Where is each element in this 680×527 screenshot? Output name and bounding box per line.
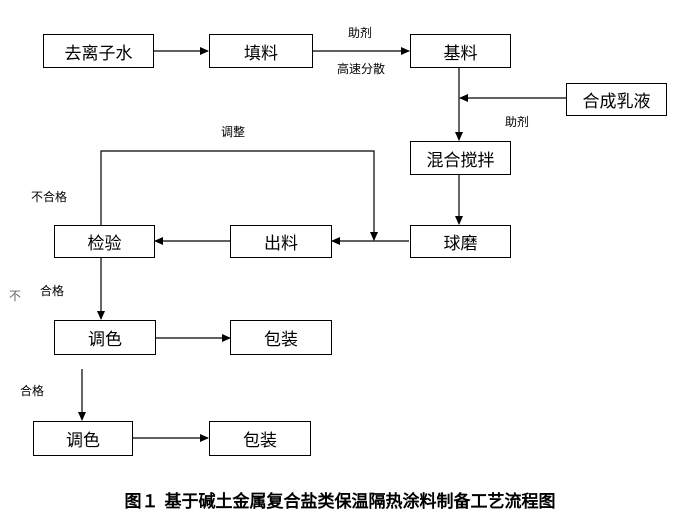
node-mix-stir: 混合搅拌 xyxy=(410,141,511,175)
label-unqualified: 不合格 xyxy=(31,190,68,204)
label-qualified-2: 合格 xyxy=(20,384,45,398)
rework-loop-line xyxy=(100,150,378,241)
node-color-adjust-1: 调色 xyxy=(54,320,156,355)
node-ball-mill: 球磨 xyxy=(410,225,511,258)
node-base: 基料 xyxy=(410,34,511,68)
label-high-speed-dispersion: 高速分散 xyxy=(337,62,386,76)
label-adjust: 调整 xyxy=(221,125,246,139)
node-deionized-water: 去离子水 xyxy=(43,34,154,68)
label-additive-right: 助剂 xyxy=(505,115,530,129)
node-packaging-1: 包装 xyxy=(230,320,332,355)
figure-caption: 图１ 基于碱土金属复合盐类保温隔热涂料制备工艺流程图 xyxy=(124,492,556,512)
node-packaging-2: 包装 xyxy=(209,421,311,456)
node-discharge: 出料 xyxy=(230,225,332,258)
label-qualified-1: 合格 xyxy=(40,284,65,298)
node-filler: 填料 xyxy=(209,34,313,68)
label-stray-fragment: 不 xyxy=(9,289,22,303)
node-inspection: 检验 xyxy=(54,225,155,258)
label-additive-top: 助剂 xyxy=(348,26,373,40)
node-synthetic-emulsion: 合成乳液 xyxy=(566,83,667,116)
node-color-adjust-2: 调色 xyxy=(33,421,133,456)
